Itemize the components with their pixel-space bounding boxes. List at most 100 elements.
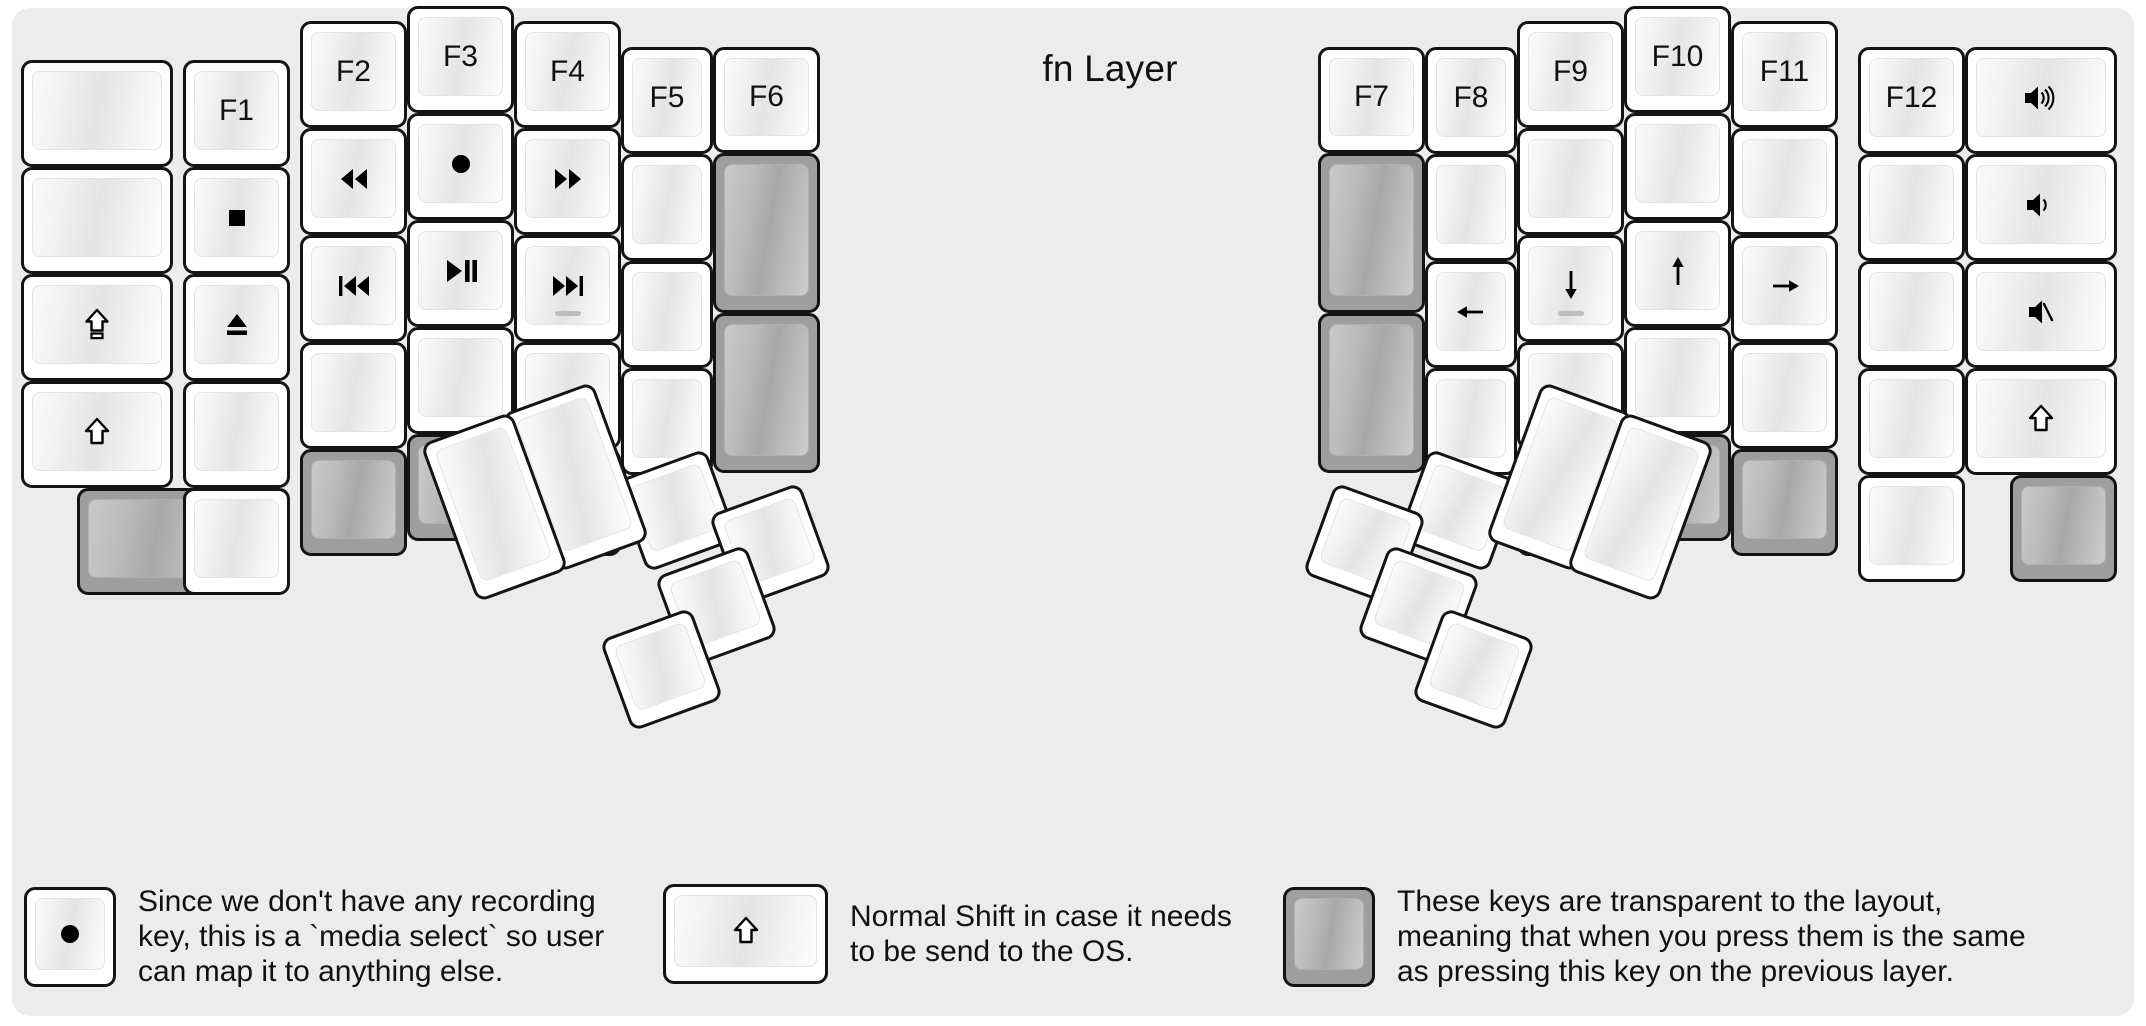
col-index-r-key-3[interactable] <box>1517 235 1624 342</box>
col-pinky-outer-r-key-4[interactable] <box>1965 368 2117 475</box>
col-middle-key-2[interactable] <box>407 113 514 220</box>
keycap-surface <box>1976 272 2106 351</box>
keycap-surface <box>1869 379 1954 458</box>
keycap-surface <box>194 392 279 471</box>
keycap-label: F4 <box>549 54 585 88</box>
col-ring-key-1[interactable]: F2 <box>300 21 407 128</box>
shift-up-icon <box>2021 399 2061 439</box>
keycap-surface <box>1635 124 1720 203</box>
keycap-surface <box>724 324 809 456</box>
keycap-surface <box>418 338 503 417</box>
keycap-surface <box>1976 58 2106 137</box>
col-pinky-key-3[interactable] <box>183 274 290 381</box>
col-index-inner-r-key-1[interactable]: F8 <box>1425 47 1517 154</box>
col-pinky-key-2[interactable] <box>183 167 290 274</box>
keycap-label: F6 <box>748 80 784 113</box>
col-index-r-key-2[interactable] <box>1517 128 1624 235</box>
col-middle-r-key-1[interactable]: F10 <box>1624 6 1731 113</box>
col-pinky-outer-key-1[interactable] <box>21 60 173 167</box>
shift-up-icon <box>77 412 117 452</box>
keycap-label: F11 <box>1759 54 1810 88</box>
col-index-inner-key-3[interactable] <box>621 261 713 368</box>
col-ring-r-key-2[interactable] <box>1731 128 1838 235</box>
col-index-inner-r-key-3[interactable] <box>1425 261 1517 368</box>
keycap-surface <box>525 139 610 218</box>
col-pinky-r-key-5[interactable] <box>1858 475 1965 582</box>
legend-media-select-sample-key[interactable] <box>24 886 116 987</box>
col-pinky-outer-r-key-2[interactable] <box>1965 154 2117 261</box>
keycap-surface <box>32 285 162 364</box>
keycap-surface: F4 <box>525 32 610 111</box>
col-ring-r-key-3[interactable] <box>1731 235 1838 342</box>
media-eject-icon <box>217 305 257 345</box>
col-middle-key-4[interactable] <box>407 327 514 434</box>
col-pinky-outer-key-4[interactable] <box>21 381 173 488</box>
col-pinky-key-4[interactable] <box>183 381 290 488</box>
col-middle-r-key-3[interactable] <box>1624 220 1731 327</box>
keycap-surface <box>1742 139 1827 218</box>
keycap-surface <box>1329 324 1414 456</box>
legend-transparent-sample-key[interactable] <box>1283 886 1375 987</box>
col-ring-key-2[interactable] <box>300 128 407 235</box>
keycap-surface <box>1294 897 1364 970</box>
col-pinky-outer-r-key-5[interactable] <box>2010 475 2117 582</box>
col-pinky-r-key-3[interactable] <box>1858 261 1965 368</box>
col-index-key-2[interactable] <box>514 128 621 235</box>
col-inner-extra-r-key-1[interactable]: F7 <box>1318 47 1425 153</box>
keycap-surface <box>1869 272 1954 351</box>
volume-mute-icon <box>2021 292 2061 332</box>
keycap-surface <box>1528 246 1613 325</box>
col-pinky-key-1[interactable]: F1 <box>183 60 290 167</box>
col-inner-extra-key-2[interactable] <box>713 153 820 313</box>
col-index-key-1[interactable]: F4 <box>514 21 621 128</box>
col-pinky-outer-r-key-3[interactable] <box>1965 261 2117 368</box>
keycap-surface <box>1329 164 1414 296</box>
keycap-surface <box>35 897 105 970</box>
media-prev-track-icon <box>334 266 374 306</box>
col-index-inner-r-key-2[interactable] <box>1425 154 1517 261</box>
col-inner-extra-key-3[interactable] <box>713 313 820 473</box>
col-middle-key-3[interactable] <box>407 220 514 327</box>
col-inner-extra-key-1[interactable]: F6 <box>713 47 820 153</box>
keycap-surface: F10 <box>1635 17 1720 96</box>
col-index-key-3[interactable] <box>514 235 621 342</box>
legend-normal-shift-sample-key[interactable] <box>663 884 828 984</box>
col-ring-r-key-1[interactable]: F11 <box>1731 21 1838 128</box>
legend-transparent-text: These keys are transparent to the layout… <box>1397 885 2026 989</box>
col-pinky-r-key-1[interactable]: F12 <box>1858 47 1965 154</box>
keycap-surface <box>311 460 396 539</box>
col-ring-key-4[interactable] <box>300 342 407 449</box>
col-middle-key-1[interactable]: F3 <box>407 6 514 113</box>
col-ring-r-key-4[interactable] <box>1731 342 1838 449</box>
keycap-surface <box>525 246 610 325</box>
col-pinky-key-5[interactable] <box>183 488 290 595</box>
col-pinky-outer-key-3[interactable] <box>21 274 173 381</box>
keycap-surface: F11 <box>1742 32 1827 111</box>
keycap-surface: F5 <box>632 58 702 137</box>
keycap-surface <box>1436 379 1506 458</box>
col-pinky-outer-r-key-1[interactable] <box>1965 47 2117 154</box>
keycap-surface <box>1976 165 2106 244</box>
col-middle-r-key-2[interactable] <box>1624 113 1731 220</box>
col-pinky-r-key-2[interactable] <box>1858 154 1965 261</box>
col-ring-key-5[interactable] <box>300 449 407 556</box>
keycap-surface <box>632 379 702 458</box>
keycap-surface <box>1635 231 1720 310</box>
col-ring-key-3[interactable] <box>300 235 407 342</box>
keycap-label: F12 <box>1885 80 1938 114</box>
col-ring-r-key-5[interactable] <box>1731 449 1838 556</box>
keycap-surface <box>418 231 503 310</box>
col-inner-extra-r-key-2[interactable] <box>1318 153 1425 313</box>
keycap-label: F2 <box>335 54 371 88</box>
media-record-icon <box>441 144 481 184</box>
col-inner-extra-r-key-3[interactable] <box>1318 313 1425 473</box>
col-pinky-r-key-4[interactable] <box>1858 368 1965 475</box>
media-next-track-icon <box>548 266 588 306</box>
col-index-inner-key-1[interactable]: F5 <box>621 47 713 154</box>
col-index-inner-key-2[interactable] <box>621 154 713 261</box>
col-index-r-key-1[interactable]: F9 <box>1517 21 1624 128</box>
keycap-surface <box>311 246 396 325</box>
col-pinky-outer-key-2[interactable] <box>21 167 173 274</box>
keycap-surface: F12 <box>1869 58 1954 137</box>
